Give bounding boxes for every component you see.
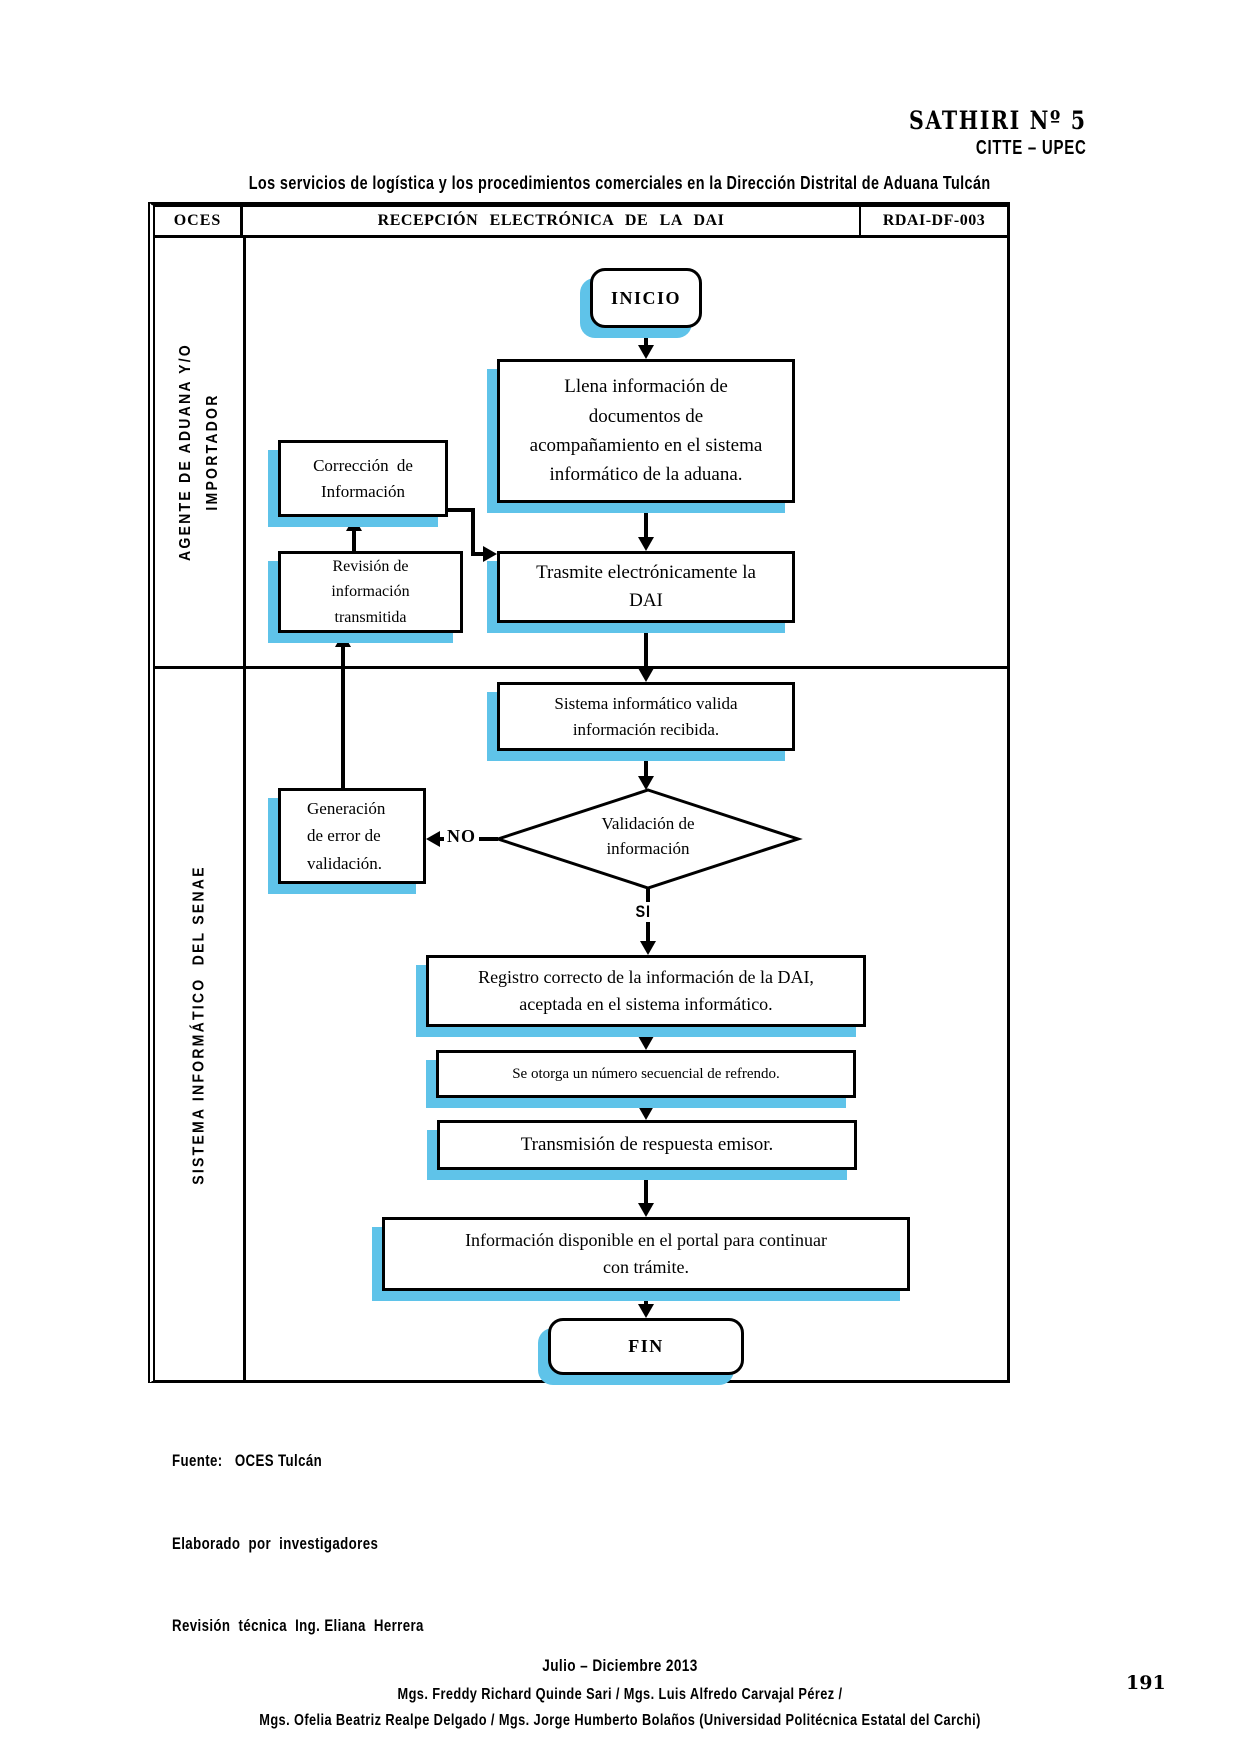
- issue-period: Julio – Diciembre 2013: [542, 1656, 698, 1675]
- node-fin: FIN: [548, 1318, 744, 1375]
- authors-line-1: Mgs. Freddy Richard Quinde Sari / Mgs. L…: [397, 1686, 843, 1703]
- authors-line-2: Mgs. Ofelia Beatriz Realpe Delgado / Mgs…: [259, 1711, 981, 1729]
- flowchart-table: OCES RECEPCIÓN ELECTRÓNICA DE LA DAI RDA…: [148, 202, 1010, 1383]
- node-sistema-valida: Sistema informático valida información r…: [497, 682, 795, 751]
- masthead: SATHIRI Nº 5 CITTE – UPEC: [870, 106, 1087, 160]
- arrow-refrendo-to-transmision: [638, 1098, 654, 1120]
- node-correccion-informacion: Corrección de Información: [278, 440, 448, 517]
- page-number: 191: [1126, 1672, 1166, 1694]
- header-cell-oces: OCES: [155, 207, 243, 235]
- lane-agente-label-cell: AGENTE DE ADUANA Y/O IMPORTADOR: [155, 238, 246, 666]
- arrow-transmision-to-portal: [638, 1170, 654, 1217]
- note-elaborado: Elaborado por investigadores: [172, 1533, 379, 1553]
- flowchart: INICIO Llena información de documentos d…: [155, 238, 1007, 1380]
- note-revision-tecnica: Revisión técnica Ing. Eliana Herrera: [172, 1616, 424, 1636]
- edge-label-no: NO: [444, 826, 479, 847]
- lane-senae-label-cell: SISTEMA INFORMÁTICO DEL SENAE: [155, 669, 246, 1380]
- node-generacion-error: Generación de error de validación.: [278, 788, 426, 884]
- arrow-inicio-to-llena: [638, 328, 654, 359]
- arrow-error-to-revision: [335, 633, 351, 788]
- page-footer: Julio – Diciembre 2013 Mgs. Freddy Richa…: [140, 1656, 1100, 1733]
- edge-label-si: SI: [633, 902, 654, 922]
- header-cell-process-title: RECEPCIÓN ELECTRÓNICA DE LA DAI: [243, 207, 861, 235]
- node-registro-correcto: Registro correcto de la información de l…: [426, 955, 866, 1027]
- node-llena-informacion: Llena información de documentos de acomp…: [497, 359, 795, 503]
- node-trasmite-dai: Trasmite electrónicamente la DAI: [497, 551, 795, 623]
- table-body: AGENTE DE ADUANA Y/O IMPORTADOR SISTEMA …: [155, 238, 1007, 1380]
- node-revision-informacion: Revisión de información transmitida: [278, 551, 463, 633]
- source-notes: Fuente: OCES Tulcán Elaborado por invest…: [172, 1392, 424, 1695]
- article-title-text: Los servicios de logística y los procedi…: [249, 173, 991, 193]
- article-title: Los servicios de logística y los procedi…: [20, 173, 1220, 194]
- journal-name: SATHIRI Nº 5: [909, 106, 1087, 135]
- header-cell-process-code: RDAI-DF-003: [882, 212, 986, 229]
- arrow-valida-to-decision: [638, 751, 654, 790]
- arrow-revision-to-correccion: [346, 517, 362, 551]
- institute-name: CITTE – UPEC: [976, 137, 1087, 159]
- node-informacion-portal: Información disponible en el portal para…: [382, 1217, 910, 1291]
- arrow-registro-to-refrendo: [638, 1027, 654, 1050]
- lane-senae: SISTEMA INFORMÁTICO DEL SENAE: [155, 669, 1007, 1380]
- arrow-correccion-to-trasmite: [448, 508, 497, 562]
- node-numero-refrendo: Se otorga un número secuencial de refren…: [436, 1050, 856, 1098]
- node-inicio: INICIO: [590, 268, 702, 328]
- node-decision-validacion: Validación de información: [601, 814, 695, 858]
- note-fuente: Fuente: OCES Tulcán: [172, 1451, 323, 1471]
- arrow-llena-to-trasmite: [638, 503, 654, 551]
- lane-agente: AGENTE DE ADUANA Y/O IMPORTADOR: [155, 238, 1007, 669]
- arrow-portal-to-fin: [638, 1291, 654, 1318]
- arrow-trasmite-to-valida: [638, 623, 654, 682]
- table-header-row: OCES RECEPCIÓN ELECTRÓNICA DE LA DAI RDA…: [155, 207, 1007, 238]
- node-transmision-respuesta: Transmisión de respuesta emisor.: [437, 1120, 857, 1170]
